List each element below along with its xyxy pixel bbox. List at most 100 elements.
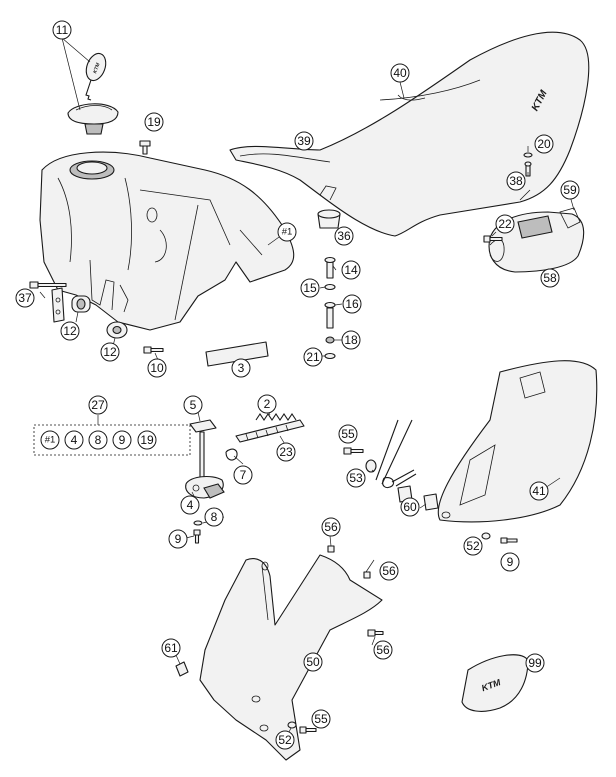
callout-11: 11 [52, 20, 72, 40]
callout-8-kit: 8 [88, 430, 108, 450]
callout-15: 15 [300, 278, 320, 298]
key-logo: KTM [92, 61, 102, 74]
callout-99: 99 [525, 653, 545, 673]
svg-text:27: 27 [91, 398, 105, 412]
mounting-stack [324, 256, 336, 360]
oring-8 [193, 520, 203, 526]
callout-7: 7 [233, 465, 253, 485]
callout-20: 20 [534, 134, 554, 154]
bolt-55b [299, 726, 317, 734]
svg-text:36: 36 [337, 229, 351, 243]
screw-9c [500, 537, 518, 544]
svg-text:9: 9 [175, 532, 182, 546]
svg-text:52: 52 [466, 539, 480, 553]
callout-56-low: 56 [373, 640, 393, 660]
svg-text:39: 39 [297, 134, 311, 148]
callout-22: 22 [495, 214, 515, 234]
fuel-cap [67, 103, 119, 135]
callout-4-kit: 4 [64, 430, 84, 450]
fuel-tap [185, 419, 225, 499]
callout-14: 14 [341, 260, 361, 280]
callout-21: 21 [303, 347, 323, 367]
svg-text:38: 38 [509, 174, 523, 188]
svg-text:23: 23 [279, 445, 293, 459]
svg-text:15: 15 [303, 281, 317, 295]
svg-text:61: 61 [164, 641, 178, 655]
fuel-tank [39, 151, 295, 331]
callout-hash1-kit: #1 [40, 430, 60, 450]
callout-4: 4 [180, 495, 200, 515]
callout-9-right: 9 [500, 552, 520, 572]
svg-text:8: 8 [211, 510, 218, 524]
svg-text:22: 22 [498, 217, 512, 231]
svg-text:7: 7 [240, 468, 247, 482]
svg-text:53: 53 [349, 471, 363, 485]
svg-text:21: 21 [306, 350, 320, 364]
spring-2 [255, 413, 297, 421]
callout-19-kit: 19 [137, 430, 157, 450]
clip-56a [327, 545, 335, 553]
svg-text:11: 11 [56, 23, 69, 37]
clip-7 [225, 448, 238, 461]
callout-23: 23 [276, 442, 296, 462]
callout-52-lower: 52 [275, 730, 295, 750]
svg-text:41: 41 [532, 484, 546, 498]
washer-52b [287, 721, 297, 729]
callout-53: 53 [346, 468, 366, 488]
nut-53 [365, 459, 377, 473]
svg-text:55: 55 [341, 427, 355, 441]
svg-text:19: 19 [147, 115, 161, 129]
callout-59: 59 [560, 180, 580, 200]
svg-text:56: 56 [382, 564, 396, 578]
callout-56-mid: 56 [379, 561, 399, 581]
rubber-grommet-12b [106, 321, 128, 339]
callout-55-upper: 55 [338, 424, 358, 444]
svg-text:58: 58 [543, 271, 557, 285]
svg-text:20: 20 [537, 137, 551, 151]
bracket-plate [51, 287, 65, 323]
svg-text:12: 12 [103, 345, 117, 359]
callout-12-upper: 12 [60, 321, 80, 341]
svg-text:99: 99 [528, 656, 542, 670]
callout-52-upper: 52 [463, 536, 483, 556]
callout-60: 60 [400, 497, 420, 517]
bolt-22 [483, 235, 503, 243]
callout-9-kit: 9 [112, 430, 132, 450]
callout-18: 18 [341, 330, 361, 350]
callout-12-lower: 12 [100, 342, 120, 362]
callout-58: 58 [540, 268, 560, 288]
callout-56-top: 56 [321, 517, 341, 537]
svg-text:3: 3 [238, 361, 245, 375]
side-panel-50 [199, 554, 383, 761]
svg-text:50: 50 [306, 655, 320, 669]
callout-39: 39 [294, 131, 314, 151]
callout-50: 50 [303, 652, 323, 672]
bolt-55a [343, 447, 364, 455]
bolt-19-top [139, 140, 151, 155]
side-panel-41 [437, 360, 598, 523]
callout-8: 8 [204, 507, 224, 527]
svg-text:9: 9 [507, 555, 514, 569]
callout-38: 38 [506, 171, 526, 191]
svg-text:52: 52 [278, 733, 292, 747]
washer-52a [481, 532, 491, 540]
svg-text:55: 55 [314, 712, 328, 726]
callout-19-top: 19 [144, 112, 164, 132]
bolt-10 [143, 346, 164, 354]
clip-56b [363, 571, 371, 579]
sticker-99: KTM [461, 654, 529, 712]
callout-41: 41 [529, 481, 549, 501]
callout-10: 10 [147, 358, 167, 378]
clip-61 [175, 661, 189, 677]
svg-text:19: 19 [140, 433, 154, 447]
svg-text:2: 2 [264, 397, 271, 411]
callout-61: 61 [161, 638, 181, 658]
rubber-buffer [317, 209, 341, 229]
callout-hash1-tank: #1 [277, 222, 297, 242]
svg-text:18: 18 [344, 333, 358, 347]
callout-37: 37 [15, 288, 35, 308]
callout-9: 9 [168, 529, 188, 549]
callout-2: 2 [257, 394, 277, 414]
seat-washer-screw [523, 152, 533, 177]
